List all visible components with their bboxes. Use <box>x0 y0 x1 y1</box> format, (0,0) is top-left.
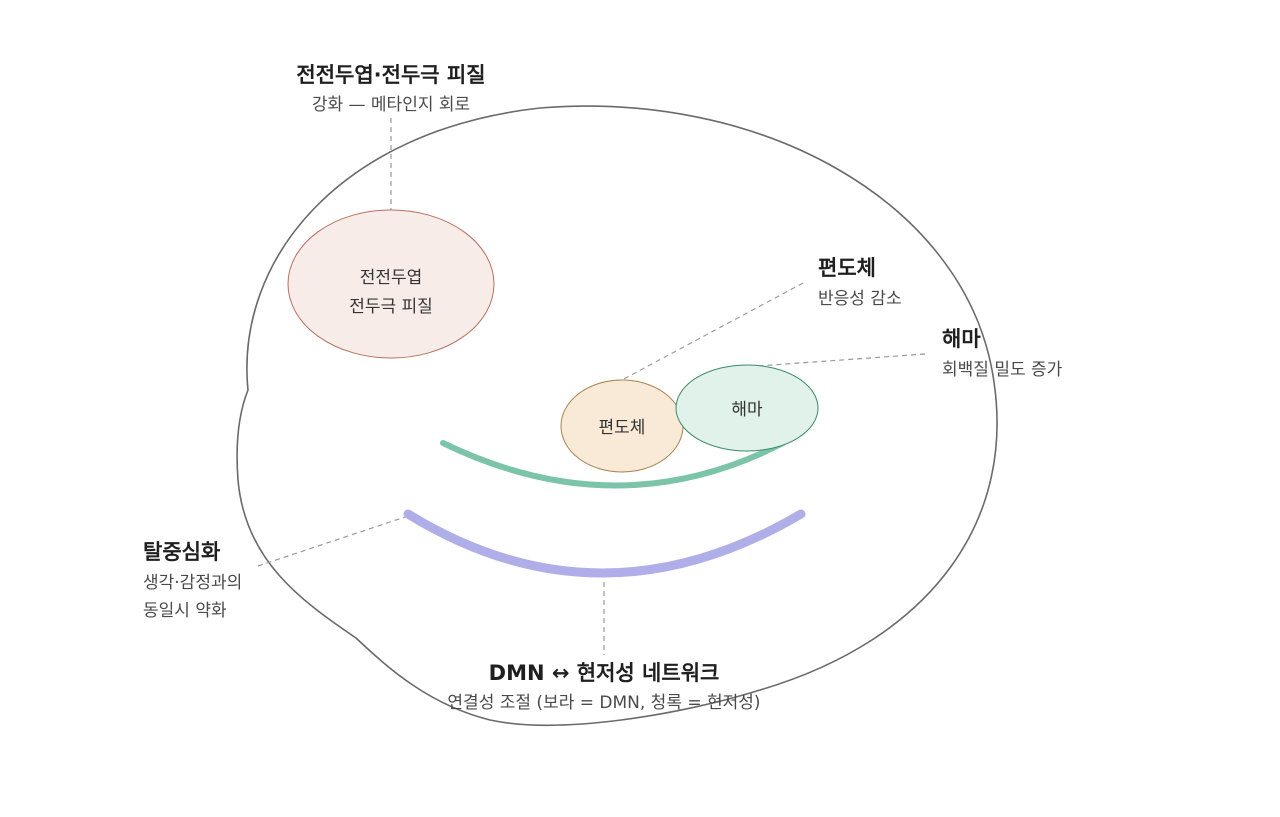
hippocampus-region <box>675 364 819 452</box>
amygdala-subtitle: 반응성 감소 <box>818 289 902 309</box>
hippocampus-region-label: 해마 <box>731 400 763 420</box>
decentering-leader-line <box>257 515 409 567</box>
dmn-arc <box>403 509 806 578</box>
pfc-title: 전전두엽·전두극 피질 <box>296 63 485 87</box>
network-subtitle: 연결성 조절 (보라 = DMN, 청록 = 현저성) <box>447 693 760 713</box>
network-title: DMN ↔ 현저성 네트워크 <box>489 661 720 685</box>
pfc-subtitle: 강화 — 메타인지 회로 <box>312 95 470 115</box>
brain-outline <box>236 105 998 726</box>
pfc-region <box>287 209 495 359</box>
amygdala-region-label: 편도체 <box>599 418 646 438</box>
decentering-subtitle-line2: 동일시 약화 <box>143 601 227 621</box>
hippocampus-subtitle: 회백질 밀도 증가 <box>942 360 1063 380</box>
decentering-title: 탈중심화 <box>143 540 221 564</box>
hippocampus-leader-line <box>757 353 926 367</box>
hippocampus-title: 해마 <box>942 327 981 351</box>
amygdala-title: 편도체 <box>818 256 876 280</box>
salience-network-arc <box>440 440 786 489</box>
amygdala-leader-line <box>621 282 804 381</box>
pfc-region-label-line1: 전전두엽 <box>360 268 423 288</box>
pfc-region-label-line2: 전두극 피질 <box>349 297 433 317</box>
decentering-subtitle-line1: 생각·감정과의 <box>143 573 242 593</box>
